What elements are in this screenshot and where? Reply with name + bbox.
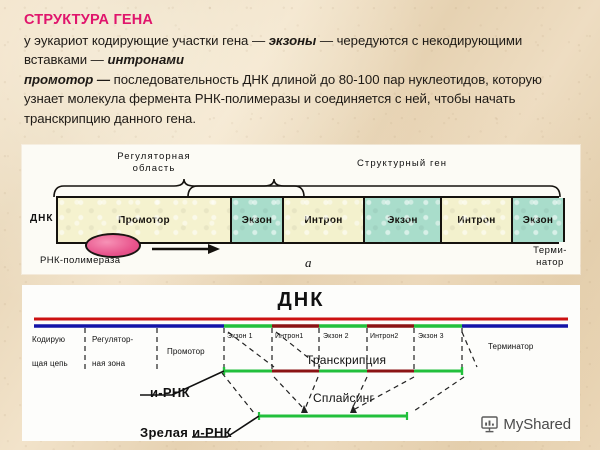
column-label-terminator: Терминатор <box>488 342 534 351</box>
segment-exon-2-label: Экзон <box>387 214 418 226</box>
gene-map-boxes: Промотор Экзон Интрон Экзон Интрон Экзон <box>56 196 565 244</box>
column-label-regulatory-zone-l2: ная зона <box>92 359 126 368</box>
label-terminator-line2: натор <box>536 257 564 268</box>
body-paragraph: у эукариот кодирующие участки гена — экз… <box>24 31 580 128</box>
myshared-watermark: MyShared <box>480 415 571 434</box>
column-label-regulatory-zone-l1: Регулятор- <box>92 335 134 344</box>
label-mature-mrna: Зрелая и-РНК <box>140 425 232 440</box>
mrna-leader-line <box>140 370 225 396</box>
segment-intron-2[interactable]: Интрон <box>442 198 513 242</box>
column-label-exon-2: Экзон 2 <box>323 333 349 340</box>
segment-intron-1-label: Интрон <box>304 214 343 226</box>
label-dna-a: ДНК <box>30 213 54 224</box>
page-title: СТРУКТУРА ГЕНА <box>24 12 154 28</box>
transcription-direction-arrow-icon <box>152 244 220 254</box>
label-structural-gene: Структурный ген <box>356 158 448 169</box>
transcription-projection-lines <box>227 331 478 368</box>
label-rna-polymerase: РНК-полимераза <box>40 255 121 266</box>
column-label-coding-strand-l1: Кодирую <box>32 335 66 344</box>
column-label-intron-1: Интрон1 <box>275 333 304 340</box>
segment-promoter[interactable]: Промотор <box>58 198 232 242</box>
segment-exon-2[interactable]: Экзон <box>365 198 442 242</box>
splicing-projection-lines <box>221 372 465 414</box>
segment-exon-1-label: Экзон <box>241 214 273 226</box>
column-dividers <box>84 328 463 371</box>
presentation-chart-icon <box>481 416 499 433</box>
segment-exon-3[interactable]: Экзон <box>513 198 565 242</box>
column-label-intron-2: Интрон2 <box>370 333 399 340</box>
column-label-exon-1: Экзон 1 <box>227 333 253 340</box>
column-label-exon-3: Экзон 3 <box>418 333 444 340</box>
term-promoter: промотор — <box>24 71 110 87</box>
segment-exon-1[interactable]: Экзон <box>232 198 284 242</box>
brace-regulatory <box>53 178 305 198</box>
term-exons: экзоны <box>268 33 317 48</box>
segment-exon-3-label: Экзон <box>522 214 554 226</box>
mature-mrna-leader-line <box>192 415 260 438</box>
splice-arrowhead-1 <box>301 405 308 413</box>
column-label-promoter: Промотор <box>167 347 205 356</box>
splicing-diagram <box>34 317 568 438</box>
body-run-1: у эукариот кодирующие участки гена — <box>24 33 269 48</box>
process-label-splicing: Сплайсинг <box>313 391 375 405</box>
myshared-watermark-text: MyShared <box>503 416 571 433</box>
label-terminator-a: Терми- натор <box>521 245 579 269</box>
figure-a-caption: а <box>305 255 313 270</box>
figure-a-panel: Регуляторная область Структурный ген ДНК… <box>22 145 580 274</box>
process-label-transcription: Транскрипция <box>306 353 387 367</box>
column-label-coding-strand-l2: щая цепь <box>32 359 68 368</box>
label-mrna: и-РНК <box>150 385 190 400</box>
body-run-3: последовательность ДНК длиной до 80-100 … <box>24 71 542 126</box>
brace-structural-gene <box>187 178 561 198</box>
body-run-2: — чередуются с некодирующими вставками — <box>24 33 523 68</box>
rna-polymerase-oval <box>85 233 141 258</box>
splice-arrowhead-2 <box>350 405 357 413</box>
label-regulatory-line2: область <box>132 163 176 174</box>
label-regulatory-line1: Регуляторная <box>117 151 191 162</box>
segment-intron-1[interactable]: Интрон <box>284 198 365 242</box>
label-regulatory-region: Регуляторная область <box>94 151 214 175</box>
segment-intron-2-label: Интрон <box>457 214 496 226</box>
term-introns: интронами <box>107 52 184 68</box>
text-block: СТРУКТУРА ГЕНА у эукариот кодирующие уча… <box>24 12 580 128</box>
brace-group <box>53 178 561 198</box>
figure-b-panel: ДНК <box>22 285 580 441</box>
label-terminator-line1: Терми- <box>533 245 567 256</box>
figure-b-title: ДНК <box>277 289 325 311</box>
segment-promoter-label: Промотор <box>118 214 170 226</box>
